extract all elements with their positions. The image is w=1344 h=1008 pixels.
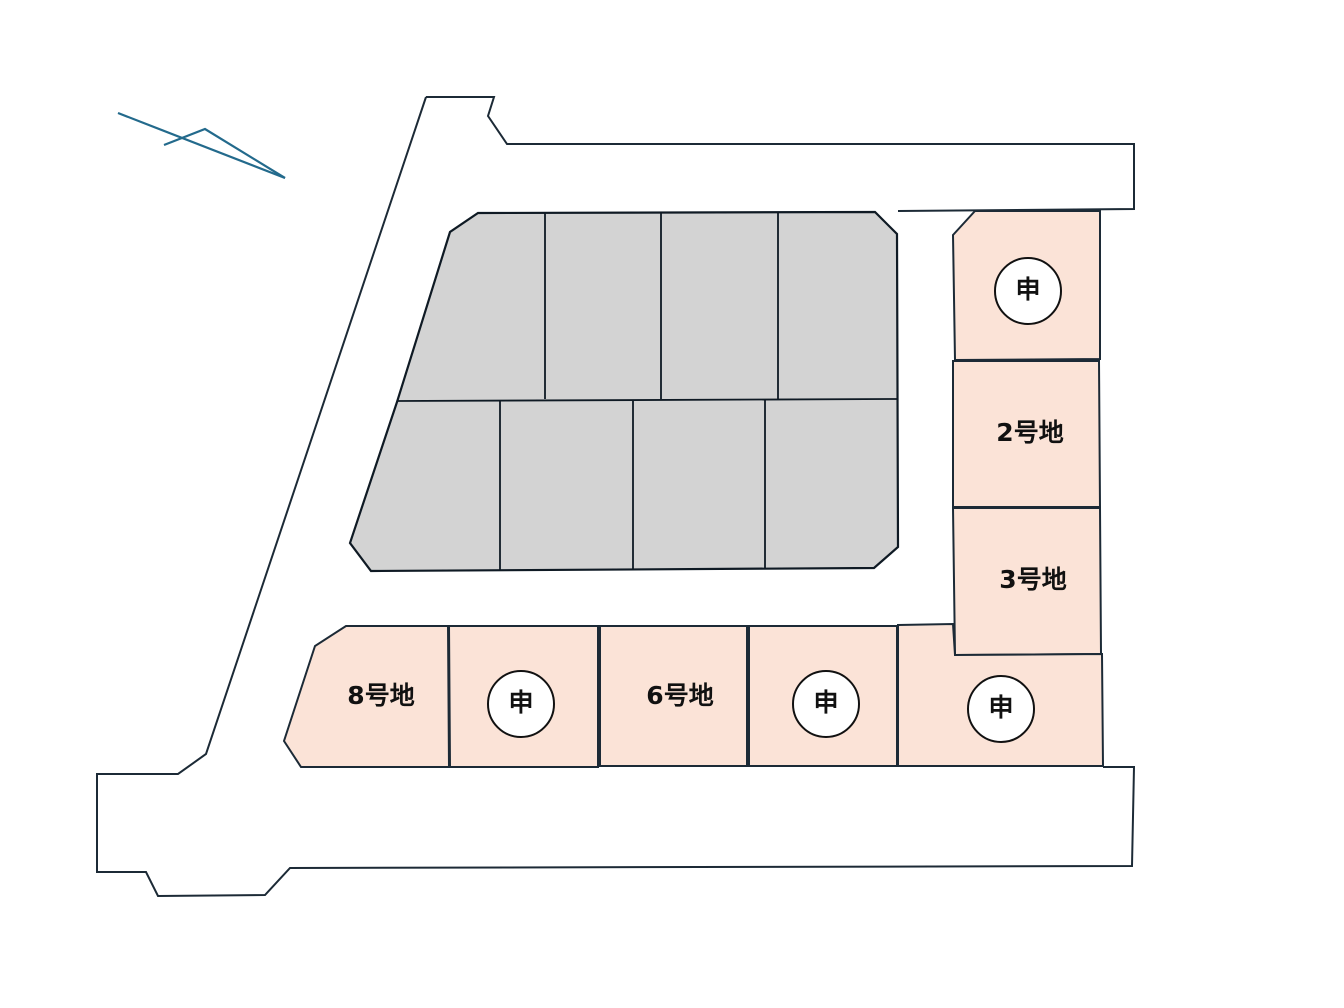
lot-1[interactable]: 申 [951, 210, 1101, 362]
lot-label: 6号地 [646, 681, 713, 710]
lot-6[interactable]: 6号地 [599, 625, 748, 767]
lot-label: 8号地 [347, 681, 414, 710]
lot-7[interactable]: 申 [447, 625, 599, 768]
lot-5[interactable]: 申 [748, 625, 898, 767]
applied-mark [487, 670, 555, 738]
applied-mark [792, 670, 860, 738]
north-arrow-icon [117, 111, 286, 180]
lot-label: 申 [1015, 275, 1040, 304]
lot-8[interactable]: 8号地 [282, 625, 451, 768]
other-block [348, 210, 900, 573]
lot-label: 申 [813, 688, 838, 717]
lot-label: 申 [988, 693, 1013, 722]
lot-label: 申 [508, 688, 533, 717]
applied-mark [994, 257, 1062, 325]
lot-4[interactable]: 申 [897, 622, 1105, 767]
lot-3[interactable]: 3号地 [951, 507, 1103, 657]
road-outline [96, 96, 1136, 898]
lot-2[interactable]: 2号地 [952, 360, 1102, 508]
lot-label: 2号地 [996, 418, 1063, 447]
lot-label: 3号地 [999, 565, 1066, 594]
applied-mark [967, 675, 1035, 743]
